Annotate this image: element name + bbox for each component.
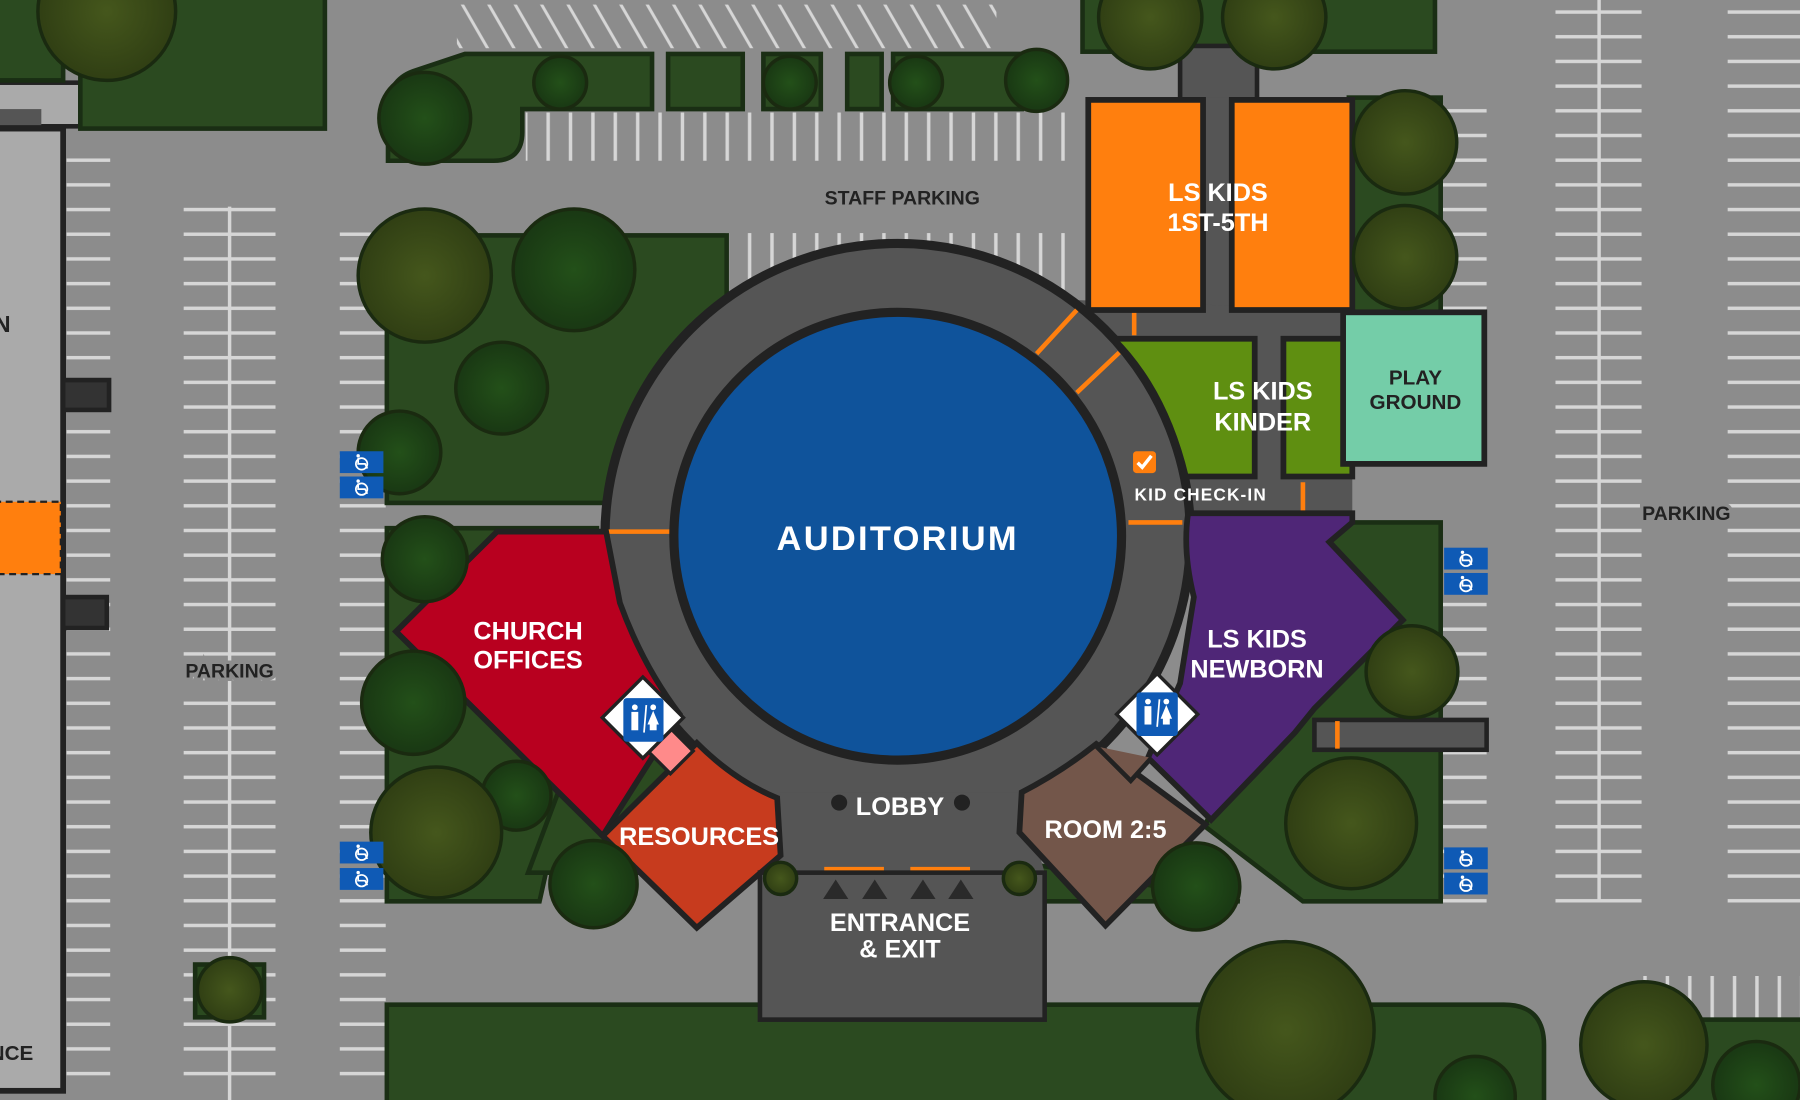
lobby-floor (759, 792, 1045, 873)
tree-icon (195, 955, 264, 1024)
room-ls-kids-newborn[interactable]: LS KIDS NEWBORN (1144, 510, 1407, 824)
wheelchair-icon (1444, 847, 1488, 870)
tree-icon (532, 54, 589, 111)
tree-icon (1433, 1054, 1518, 1100)
tree-icon (1351, 88, 1459, 196)
tree-icon (359, 649, 467, 757)
kinder-label-line2: KINDER (1214, 409, 1311, 437)
tree-icon (887, 54, 945, 111)
tree-icon (1220, 0, 1328, 71)
room-ls-kids-1st-5th[interactable]: LS KIDS 1ST-5TH (1085, 97, 1356, 313)
entrance-label-line2: & EXIT (859, 936, 941, 964)
tree-icon (380, 514, 469, 604)
kid-checkin[interactable]: KID CHECK-IN (1133, 451, 1267, 505)
entrance-arrows-icon (823, 879, 974, 900)
room-2-5-label: ROOM 2:5 (1044, 816, 1166, 844)
auditorium[interactable]: AUDITORIUM (669, 307, 1127, 765)
newborn-label-line2: NEWBORN (1190, 655, 1323, 683)
tree-icon (369, 765, 504, 900)
tree-icon (1003, 47, 1070, 114)
tree-icon (1283, 756, 1419, 891)
lobby[interactable]: LOBBY (831, 793, 971, 821)
restroom-right[interactable] (1114, 671, 1201, 758)
playground-label-line1: PLAY (1389, 367, 1442, 390)
restroom-left[interactable] (599, 674, 686, 761)
church-offices[interactable]: CHURCH OFFICES (391, 528, 684, 841)
parking-right-label: PARKING (1642, 503, 1730, 525)
tree-icon (1579, 980, 1709, 1100)
wheelchair-icon (339, 476, 384, 499)
newborn-label-line1: LS KIDS (1207, 626, 1307, 654)
parking-left-label: PARKING (185, 660, 273, 682)
playground-label-line2: GROUND (1370, 391, 1462, 414)
tree-icon (1001, 860, 1038, 897)
tree-icon (1364, 624, 1460, 720)
tree-icon (1711, 1039, 1800, 1100)
lobby-column (831, 794, 848, 811)
tree-icon (1096, 0, 1204, 71)
tree-icon (511, 207, 637, 333)
wheelchair-icon (339, 841, 384, 864)
church-offices-label-line1: CHURCH (473, 618, 582, 646)
lobby-label: LOBBY (856, 793, 945, 821)
wheelchair-icon (1444, 572, 1488, 595)
restroom-icon (623, 698, 664, 742)
entrance-exit[interactable]: ENTRANCE & EXIT (757, 870, 1047, 1022)
tree-icon (548, 838, 639, 930)
lobby-column (953, 794, 971, 811)
staff-parking-label: STAFF PARKING (825, 187, 980, 209)
room-2-5[interactable]: ROOM 2:5 (1016, 740, 1210, 930)
restroom-icon (1136, 692, 1178, 737)
tree-icon (356, 207, 494, 344)
tree-icon (1195, 939, 1376, 1100)
left-building-label-bottom: NCE (0, 1042, 33, 1065)
trees (36, 0, 1800, 1100)
tree-icon (1150, 841, 1242, 932)
kids-1st-5th-label-line2: 1ST-5TH (1167, 209, 1268, 237)
resources-label: RESOURCES (619, 823, 779, 851)
entrance-label-line1: ENTRANCE (830, 909, 970, 937)
tree-icon (762, 860, 799, 897)
tree-icon (36, 0, 178, 83)
resources-room[interactable]: RESOURCES (598, 725, 784, 932)
kids-1st-5th-label-line1: LS KIDS (1168, 179, 1268, 207)
kid-checkin-label: KID CHECK-IN (1135, 485, 1267, 505)
parking-stripes (66, 0, 1800, 1100)
left-building: N NCE (0, 80, 112, 1094)
left-building-label-top: N (0, 311, 11, 337)
playground[interactable]: PLAY GROUND (1340, 309, 1488, 467)
left-building-orange-section (0, 500, 62, 576)
tree-icon (454, 340, 550, 436)
church-offices-label-line2: OFFICES (473, 646, 582, 674)
kinder-label-line1: LS KIDS (1213, 378, 1313, 406)
wheelchair-icon (1444, 872, 1488, 895)
tree-icon (1351, 203, 1459, 311)
auditorium-label: AUDITORIUM (777, 520, 1019, 558)
accessible-parking (339, 451, 1488, 895)
wheelchair-icon (339, 451, 384, 474)
wheelchair-icon (339, 868, 384, 890)
tree-icon (377, 70, 473, 166)
wheelchair-icon (1444, 547, 1488, 570)
tree-icon (761, 54, 818, 111)
